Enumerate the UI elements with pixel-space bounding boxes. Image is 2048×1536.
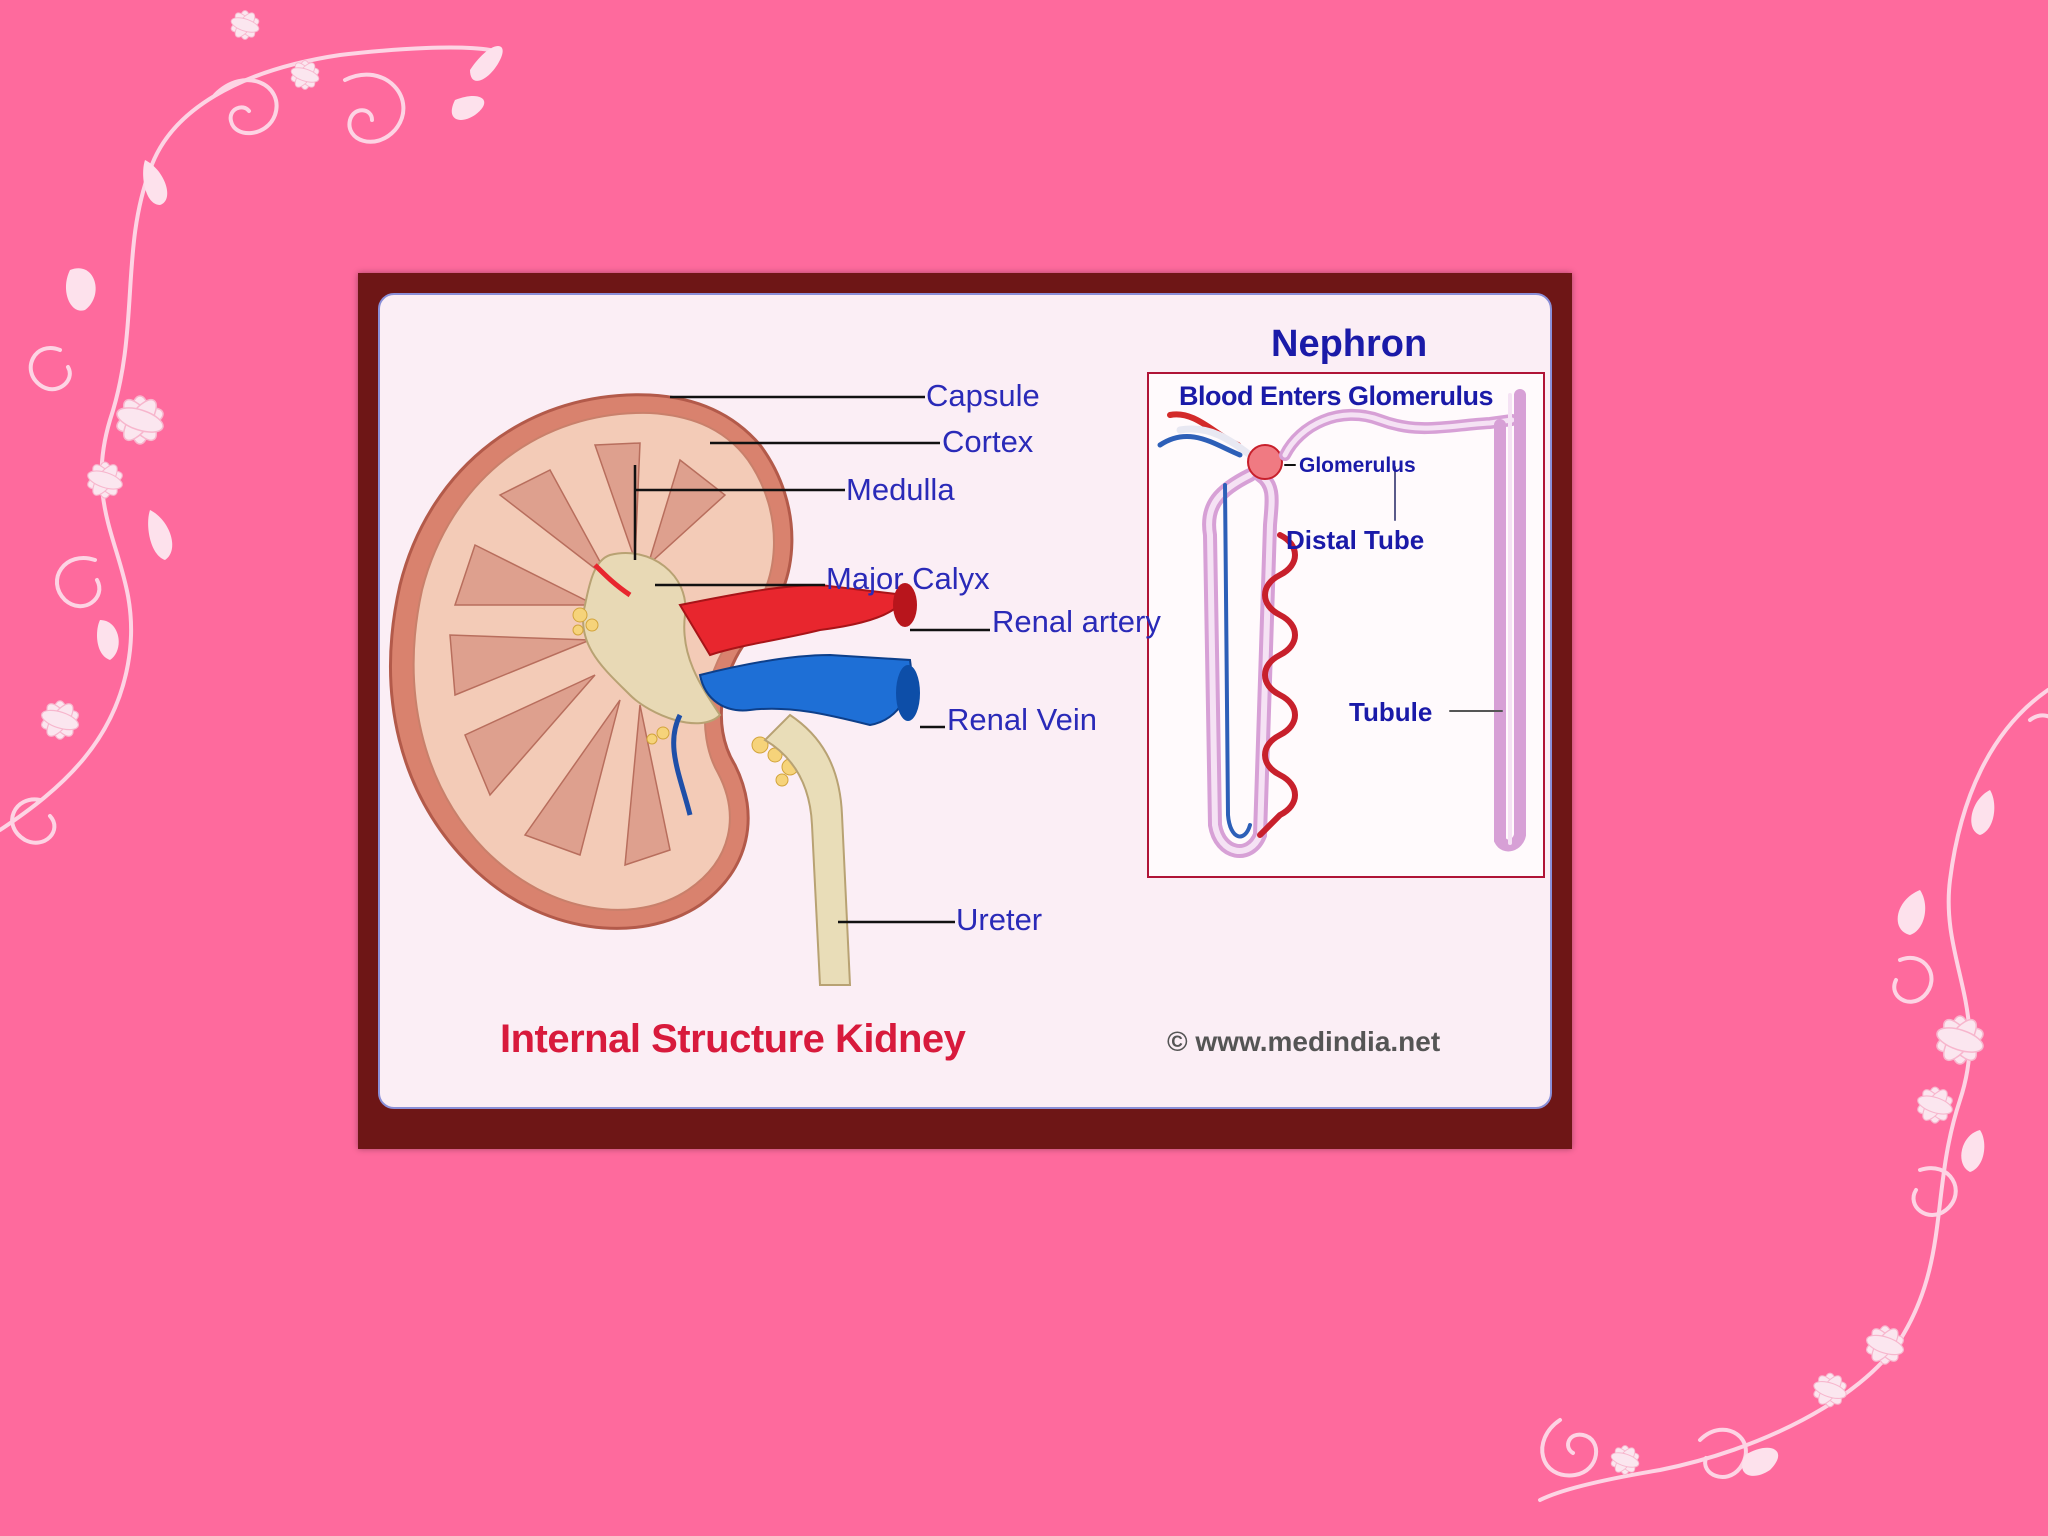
vine-curl	[1698, 1427, 1748, 1479]
label-renal-vein: Renal Vein	[947, 702, 1097, 737]
fat-globule	[656, 726, 670, 740]
vine-curl	[1911, 1166, 1958, 1217]
vine-curl	[10, 797, 57, 845]
vine-flower	[87, 461, 123, 499]
vine-stem-bottom-right	[1538, 688, 2048, 1502]
vine-curl	[1540, 1418, 1599, 1478]
label-cortex: Cortex	[942, 424, 1034, 459]
vine-flower	[290, 60, 320, 90]
kidney-leader-lines	[633, 395, 990, 924]
medulla-pyramid	[523, 699, 621, 856]
vine-curl	[1892, 956, 1934, 1004]
diagram-frame: Capsule Cortex Medulla Major Calyx Renal…	[358, 273, 1572, 1149]
nephron-peritubular-vein	[1223, 483, 1252, 839]
label-renal-artery: Renal artery	[992, 604, 1161, 639]
nephron-title: Nephron	[1271, 323, 1428, 365]
renal-artery-opening	[893, 583, 917, 627]
vine-flower	[1936, 1015, 1984, 1065]
vessel-branch	[671, 713, 693, 816]
vine-flower	[1610, 1445, 1640, 1475]
nephron-loop-inner	[1206, 472, 1275, 854]
credit-text: © www.medindia.net	[1167, 1026, 1441, 1057]
vine-leaf	[143, 160, 168, 205]
diagram-caption: Internal Structure Kidney	[500, 1017, 966, 1061]
ureter	[763, 713, 852, 986]
fat-globule	[646, 733, 658, 745]
vine-leaf	[97, 620, 119, 660]
fat-globule	[751, 736, 769, 754]
medulla-pyramid	[646, 458, 727, 568]
vine-flower	[116, 395, 164, 445]
vine-flower	[1813, 1372, 1847, 1408]
label-major-calyx: Major Calyx	[826, 561, 990, 596]
medulla-pyramid	[593, 442, 641, 561]
vine-leaf	[470, 46, 503, 81]
label-medulla: Medulla	[846, 472, 955, 507]
renal-artery	[678, 583, 907, 657]
kidney-illustration	[389, 393, 920, 986]
vine-flower	[1917, 1086, 1953, 1124]
medulla-pyramid	[624, 704, 671, 867]
vine-curl	[343, 72, 406, 144]
nephron-proximal-inner	[1282, 412, 1515, 458]
medulla-pyramid	[498, 469, 611, 581]
vine-curl	[28, 346, 72, 392]
fat-globule	[572, 624, 584, 636]
vine-leaf	[148, 510, 173, 560]
nephron-collecting-tubule	[1494, 389, 1526, 852]
nephron-vessel-white	[1176, 425, 1254, 459]
vine-leaf	[1971, 790, 1995, 835]
renal-sinus	[582, 552, 722, 725]
renal-vein	[698, 653, 912, 727]
label-distal-tube: Distal Tube	[1286, 525, 1425, 555]
vine-stem-top-left	[0, 45, 492, 832]
fat-globule	[585, 618, 599, 632]
label-ureter: Ureter	[956, 902, 1043, 937]
label-capsule: Capsule	[926, 378, 1040, 413]
glomerulus-ball	[1247, 444, 1283, 480]
vine-leaf	[1742, 1447, 1779, 1476]
fat-globule	[572, 607, 588, 623]
renal-vein-opening	[896, 665, 920, 721]
medulla-pyramid	[449, 634, 591, 697]
nephron-subtitle: Blood Enters Glomerulus	[1179, 381, 1494, 411]
medulla-pyramid	[464, 674, 596, 797]
label-tubule: Tubule	[1349, 697, 1433, 727]
nephron-capillary-coil	[1257, 532, 1298, 838]
vessel-branch	[593, 563, 632, 598]
vine-leaf	[65, 268, 96, 311]
vine-curl	[54, 556, 102, 609]
diagram-panel: Capsule Cortex Medulla Major Calyx Renal…	[378, 293, 1552, 1109]
vine-flower	[40, 700, 80, 740]
kidney-nephron-illustration	[389, 372, 1545, 986]
vine-leaf	[451, 95, 485, 120]
vine-flower	[1865, 1325, 1905, 1365]
nephron-afferent-vessel	[1157, 433, 1243, 458]
vine-leaf	[1961, 1130, 1985, 1172]
medulla-pyramid	[453, 543, 596, 606]
vine-leaf	[1897, 890, 1926, 935]
fat-globule	[775, 773, 789, 787]
vine-flower	[230, 10, 260, 40]
label-glomerulus: Glomerulus	[1299, 454, 1416, 477]
vine-curl	[2028, 713, 2048, 722]
nephron-illustration	[1157, 389, 1526, 858]
vine-curl	[213, 78, 279, 136]
